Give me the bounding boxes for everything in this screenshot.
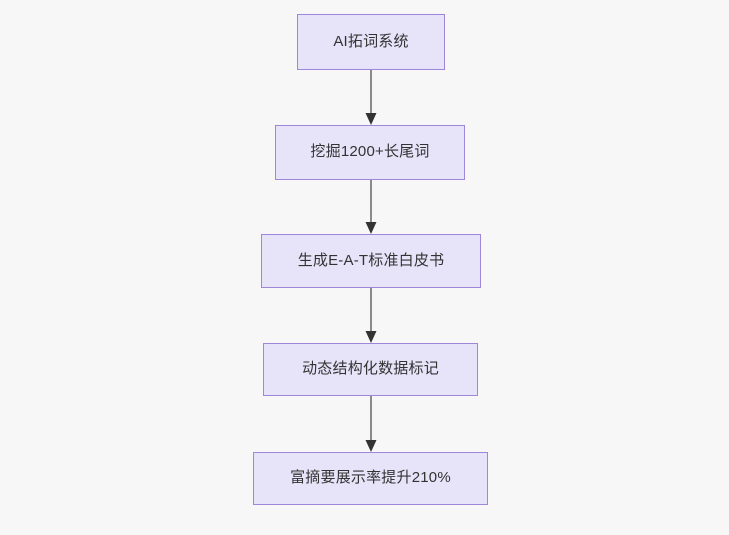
flowchart-node-generate-eat-whitepaper[interactable]: 生成E-A-T标准白皮书 <box>261 234 481 288</box>
edge-n3-n4 <box>365 288 377 343</box>
node-label: 富摘要展示率提升210% <box>290 469 451 487</box>
node-label: AI拓词系统 <box>333 32 409 50</box>
node-label: 生成E-A-T标准白皮书 <box>297 251 445 269</box>
flowchart-node-mine-longtail-keywords[interactable]: 挖掘1200+长尾词 <box>275 125 465 180</box>
flowchart-node-rich-snippet-rate-increase[interactable]: 富摘要展示率提升210% <box>253 452 488 505</box>
edge-n2-n3 <box>365 180 377 234</box>
node-label: 挖掘1200+长尾词 <box>310 143 430 161</box>
edge-n1-n2 <box>365 70 377 125</box>
flowchart-node-ai-keyword-system[interactable]: AI拓词系统 <box>297 14 445 70</box>
flowchart-node-dynamic-structured-data-markup[interactable]: 动态结构化数据标记 <box>263 343 478 396</box>
edge-n4-n5 <box>365 396 377 452</box>
node-label: 动态结构化数据标记 <box>302 360 439 378</box>
